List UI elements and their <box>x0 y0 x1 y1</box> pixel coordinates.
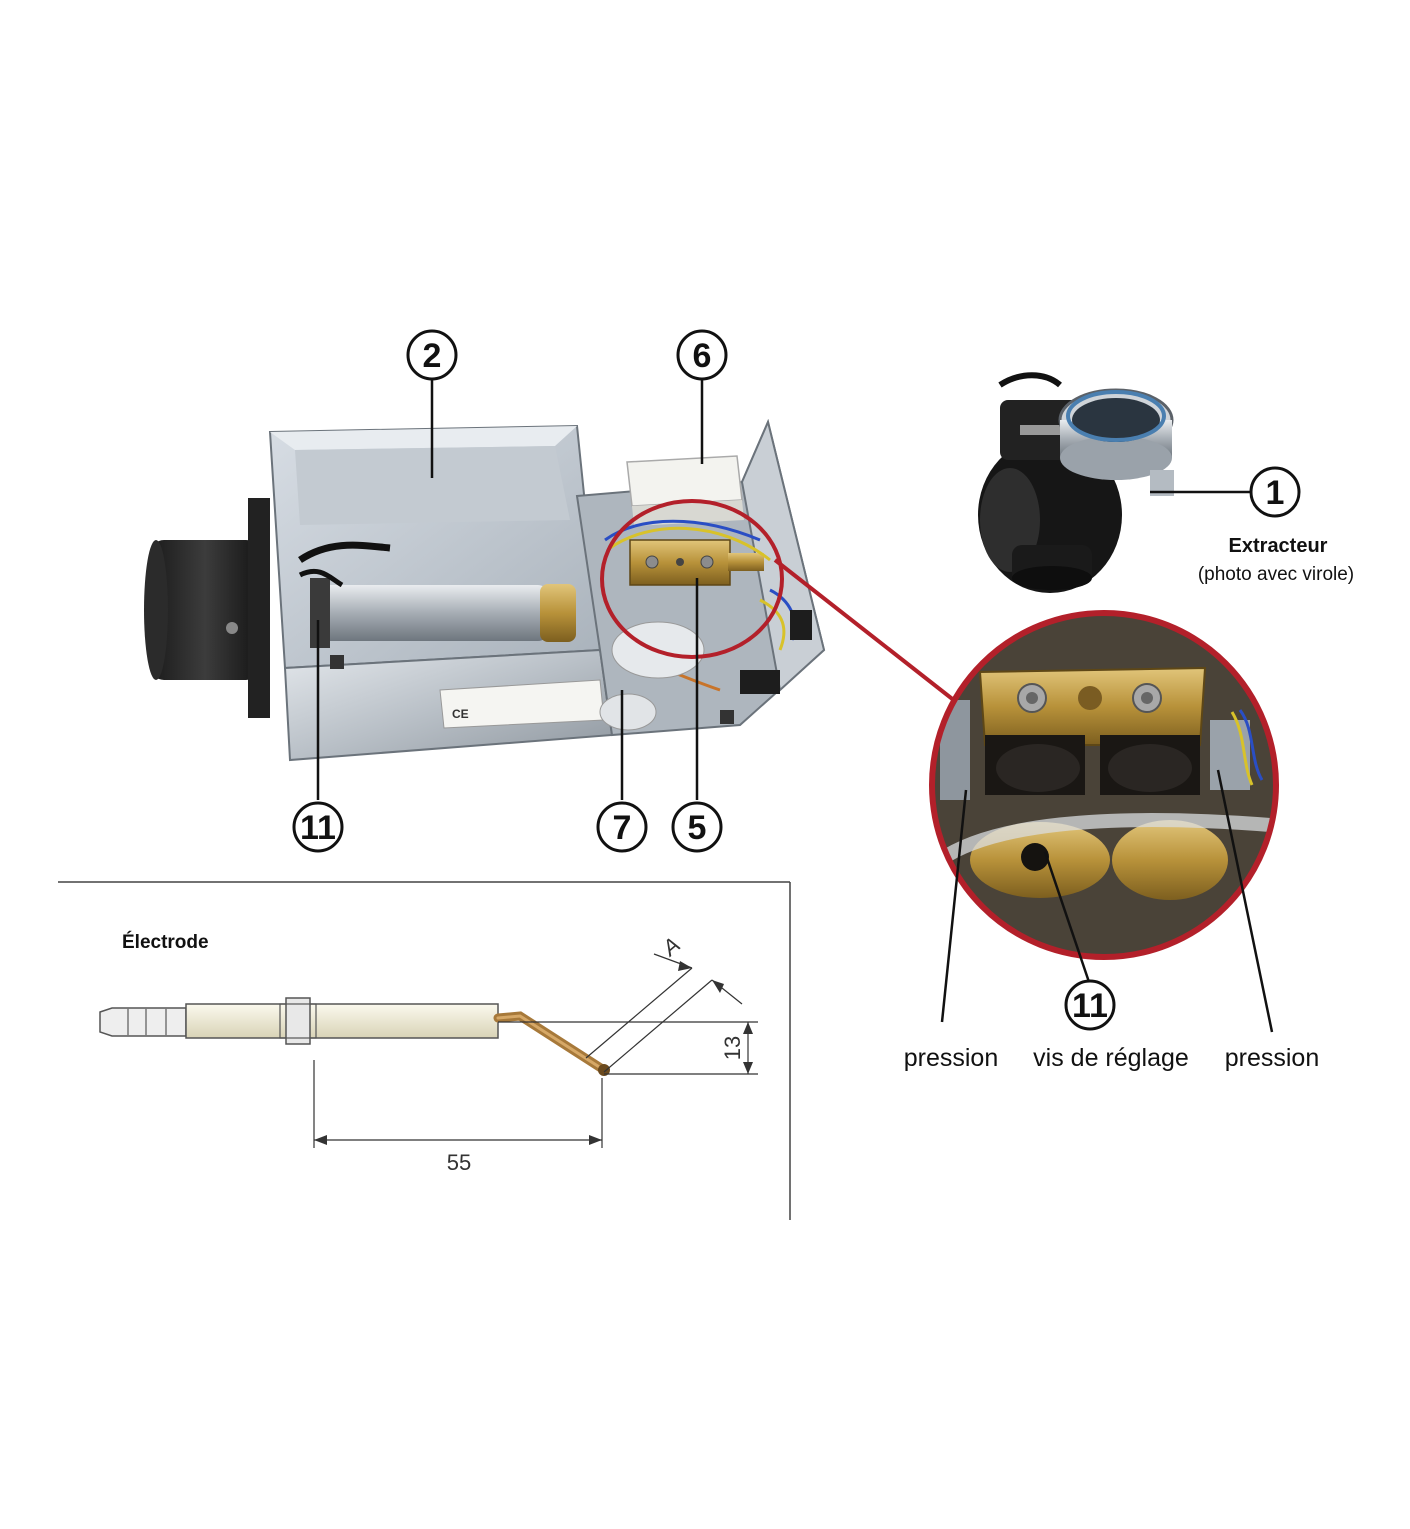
ce-mark: CE <box>452 707 469 721</box>
callout-11-zoom: 11 <box>1064 979 1116 1031</box>
dimension-55-label: 55 <box>447 1150 471 1175</box>
extractor-subtitle: (photo avec virole) <box>1198 564 1354 585</box>
valve-zoom-illustration <box>929 610 1279 960</box>
callout-5: 5 <box>671 801 723 853</box>
dimension-a: A <box>585 932 743 1073</box>
label-vis-reglage: vis de réglage <box>1033 1044 1189 1072</box>
callout-6-label: 6 <box>693 337 712 375</box>
zoom-connector-line <box>773 558 962 707</box>
extractor-title: Extracteur <box>1229 535 1328 557</box>
zoom-ring <box>929 610 1279 960</box>
callout-6: 6 <box>676 329 728 381</box>
callout-11-main: 11 <box>292 801 344 853</box>
label-pression-right: pression <box>1225 1044 1320 1072</box>
electrode-illustration <box>99 997 610 1076</box>
dimension-55: 55 <box>313 1060 603 1175</box>
callout-5-label: 5 <box>688 809 707 847</box>
dimension-a-label: A <box>656 932 685 962</box>
callout-7-label: 7 <box>613 809 632 847</box>
callout-1: 1 <box>1249 466 1301 518</box>
callout-2: 2 <box>406 329 458 381</box>
callout-7: 7 <box>596 801 648 853</box>
burner-unit-illustration: CE <box>144 418 826 762</box>
leader-vis-reglage <box>1043 851 1092 986</box>
extractor-illustration <box>978 372 1174 593</box>
callout-11-zoom-label: 11 <box>1072 987 1108 1025</box>
electrode-title: Électrode <box>122 931 209 953</box>
dimension-13: 13 <box>498 1021 758 1075</box>
zoom-source-ring <box>600 499 784 659</box>
callout-2-label: 2 <box>423 337 442 375</box>
callout-11-main-label: 11 <box>300 809 336 847</box>
leader-pression-right <box>1216 769 1274 1033</box>
callout-1-label: 1 <box>1266 474 1285 512</box>
electrode-panel: Électrode 13 <box>58 881 791 1220</box>
label-pression-left: pression <box>904 1044 999 1072</box>
dimension-13-label: 13 <box>720 1036 745 1060</box>
leader-pression-left <box>940 789 968 1023</box>
